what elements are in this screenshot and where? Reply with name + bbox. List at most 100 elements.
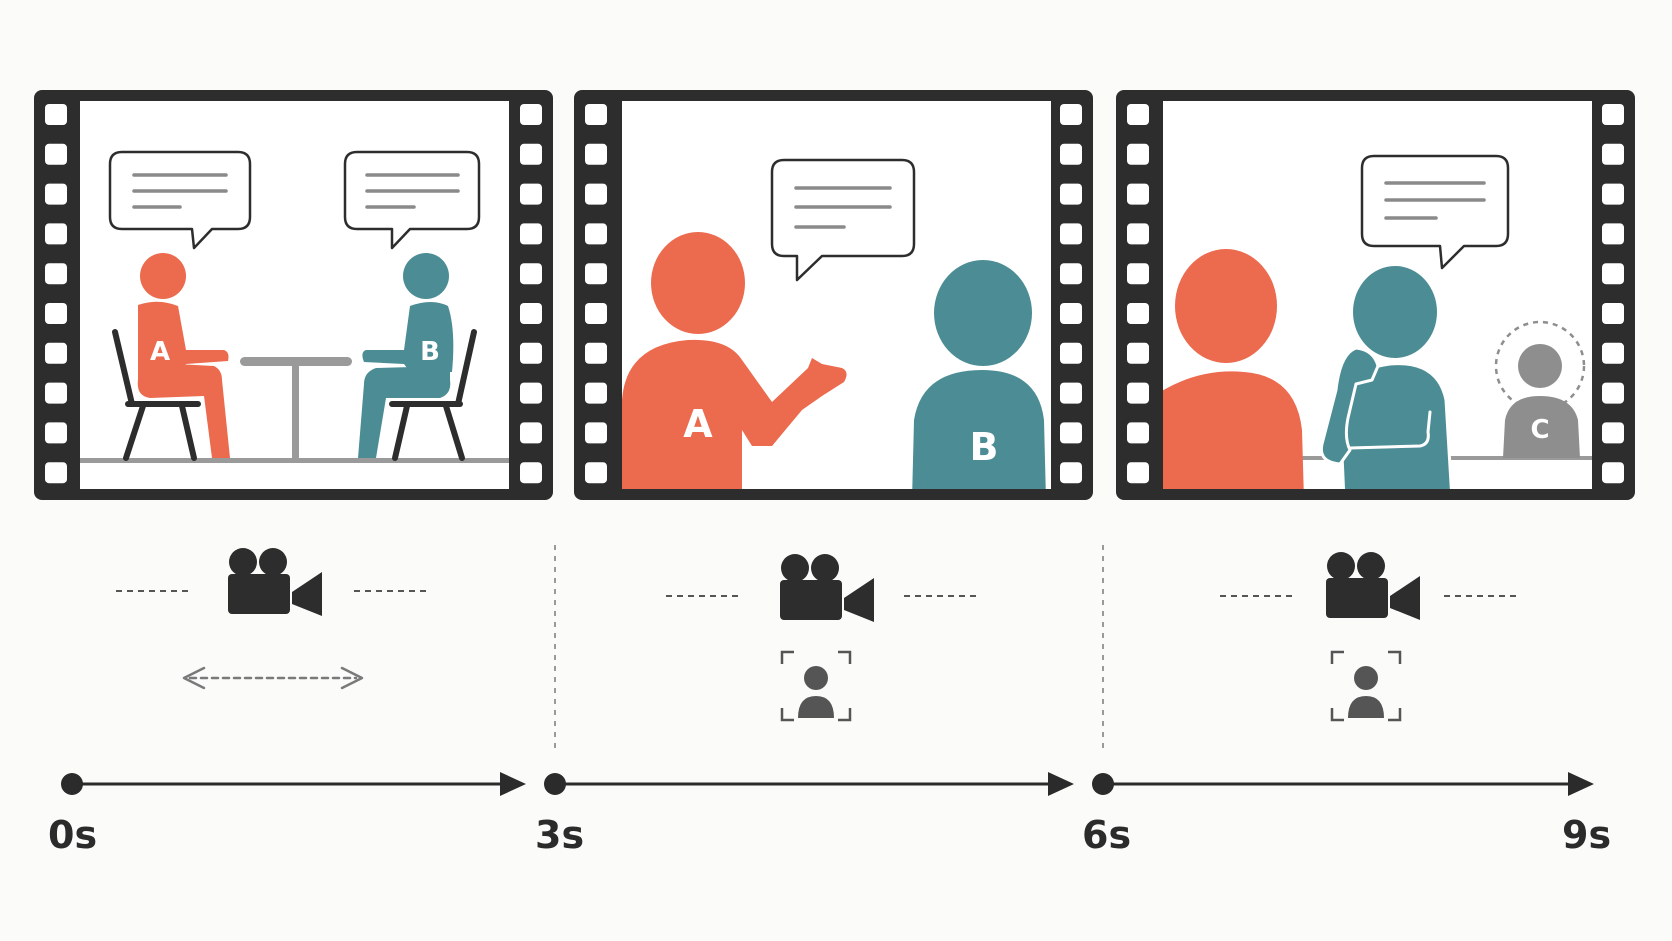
sprocket-hole — [45, 183, 67, 205]
sprocket-hole — [520, 143, 542, 165]
person-c-label: C — [1530, 415, 1549, 445]
sprocket-hole — [585, 143, 607, 165]
sprocket-hole — [1127, 382, 1149, 404]
sprocket-hole — [1060, 303, 1082, 324]
sprocket-hole — [520, 263, 542, 285]
sprocket-hole — [1060, 382, 1082, 404]
chair-b — [389, 329, 477, 461]
sprocket-hole — [1060, 223, 1082, 245]
sprocket-hole — [45, 462, 67, 484]
sprocket-hole — [585, 342, 607, 364]
sprocket-hole — [45, 104, 67, 125]
sprocket-holes-left-2 — [585, 104, 607, 484]
sprocket-hole — [45, 422, 67, 444]
sprocket-hole — [45, 143, 67, 165]
timeline-marker — [544, 773, 566, 795]
pan-arrow-icon — [182, 666, 364, 690]
sprocket-hole — [45, 303, 67, 324]
person-a-label: A — [150, 337, 170, 367]
sprocket-hole — [1602, 104, 1624, 125]
person-b: B — [358, 253, 454, 458]
sprocket-hole — [1060, 183, 1082, 205]
sprocket-hole — [520, 422, 542, 444]
sprocket-holes-right-1 — [520, 104, 542, 484]
sprocket-holes-right-3 — [1602, 104, 1624, 484]
sprocket-holes-left-1 — [45, 104, 67, 484]
sprocket-hole — [1127, 143, 1149, 165]
sprocket-hole — [1060, 462, 1082, 484]
sprocket-hole — [1602, 462, 1624, 484]
person-a: A — [622, 232, 847, 489]
speech-bubble-a — [770, 158, 916, 282]
sprocket-hole — [585, 303, 607, 324]
film-frame-2: A B — [574, 90, 1093, 500]
focus-circle-dashed — [1494, 320, 1586, 412]
sprocket-hole — [1127, 104, 1149, 125]
sprocket-hole — [520, 342, 542, 364]
timeline-segment-3 — [1092, 772, 1594, 796]
sprocket-hole — [520, 104, 542, 125]
sprocket-hole — [1602, 263, 1624, 285]
movie-camera-icon — [780, 554, 874, 622]
speech-bubble-b — [343, 150, 481, 250]
time-label-9: 9s — [1562, 813, 1612, 857]
movie-camera-icon — [228, 548, 322, 616]
person-b-label: B — [420, 337, 440, 367]
sprocket-holes-left-3 — [1127, 104, 1149, 484]
person-b: B — [912, 260, 1046, 489]
chair-a — [112, 329, 201, 461]
sprocket-hole — [45, 382, 67, 404]
film-frame-3: C — [1116, 90, 1635, 500]
sprocket-hole — [1127, 303, 1149, 324]
camera-guide-lines — [116, 590, 1518, 597]
sprocket-hole — [1127, 223, 1149, 245]
sprocket-hole — [45, 223, 67, 245]
time-label-0: 0s — [48, 813, 98, 857]
sprocket-hole — [1060, 342, 1082, 364]
person-focus-icon — [780, 650, 852, 722]
sprocket-hole — [585, 104, 607, 125]
sprocket-hole — [520, 462, 542, 484]
sprocket-hole — [585, 382, 607, 404]
movie-camera-icon — [1326, 552, 1420, 620]
sprocket-hole — [1602, 183, 1624, 205]
sprocket-hole — [1602, 143, 1624, 165]
person-a: A — [137, 253, 230, 458]
sprocket-hole — [1602, 342, 1624, 364]
person-b-label: B — [970, 425, 999, 469]
sprocket-hole — [520, 303, 542, 324]
sprocket-hole — [1060, 143, 1082, 165]
sprocket-hole — [585, 422, 607, 444]
timeline-marker — [1092, 773, 1114, 795]
person-c: C — [1494, 320, 1586, 458]
sprocket-hole — [1127, 183, 1149, 205]
timeline — [61, 772, 1594, 796]
timeline-marker — [61, 773, 83, 795]
sprocket-hole — [1127, 263, 1149, 285]
sprocket-hole — [1602, 223, 1624, 245]
timeline-segment-2 — [544, 772, 1074, 796]
sprocket-hole — [1602, 303, 1624, 324]
timeline-segment-1 — [61, 772, 526, 796]
sprocket-hole — [1060, 104, 1082, 125]
sprocket-hole — [1060, 422, 1082, 444]
sprocket-hole — [585, 263, 607, 285]
speech-bubble-b — [1360, 154, 1510, 270]
person-b — [1319, 266, 1453, 489]
film-frame-1: A B — [34, 90, 553, 500]
person-focus-icon — [1330, 650, 1402, 722]
sprocket-hole — [585, 462, 607, 484]
time-label-6: 6s — [1082, 813, 1132, 857]
table — [240, 357, 352, 460]
sprocket-hole — [520, 223, 542, 245]
sprocket-holes-right-2 — [1060, 104, 1082, 484]
sprocket-hole — [1602, 422, 1624, 444]
sprocket-hole — [1127, 462, 1149, 484]
sprocket-hole — [1127, 342, 1149, 364]
sprocket-hole — [45, 263, 67, 285]
speech-bubble-a — [108, 150, 252, 250]
sprocket-hole — [1602, 382, 1624, 404]
sprocket-hole — [520, 382, 542, 404]
